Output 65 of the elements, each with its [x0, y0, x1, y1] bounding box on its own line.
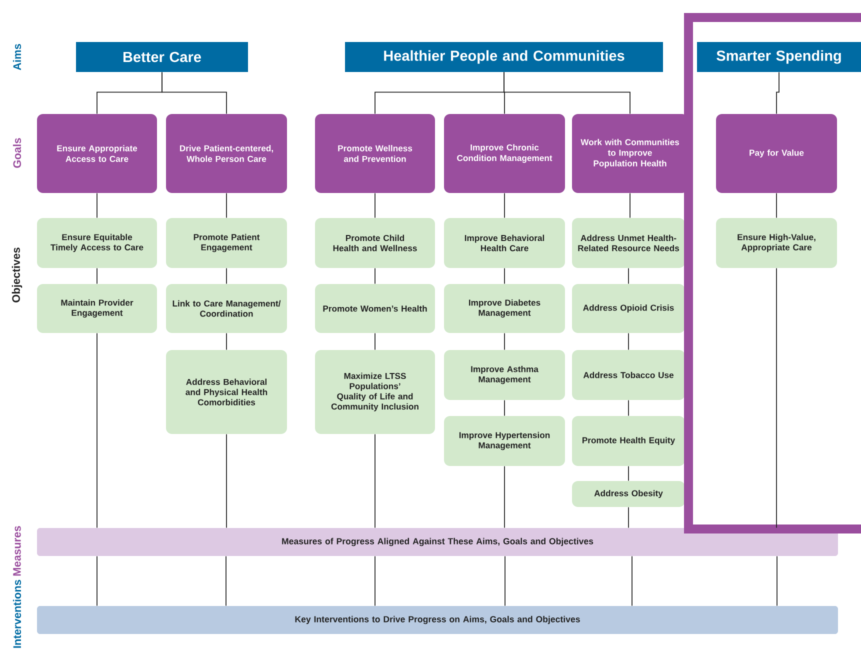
connector-line: [504, 466, 505, 528]
connector-line: [628, 506, 629, 528]
objective-box: Improve Behavioral Health Care: [444, 218, 565, 268]
connector-line: [374, 556, 376, 606]
connector-line: [96, 332, 98, 528]
connector-line: [504, 72, 630, 114]
connector-line: [504, 192, 505, 218]
objective-box: Improve Diabetes Management: [444, 284, 565, 333]
objective-box: Ensure High-Value, Appropriate Care: [716, 218, 837, 268]
interventions-bar: Key Interventions to Drive Progress on Aims, Goals and Objectives: [37, 606, 838, 634]
connector-line: [776, 268, 777, 528]
connector-line: [628, 466, 629, 482]
connector-line: [374, 434, 376, 528]
connector-line: [96, 268, 98, 284]
connector-line: [776, 192, 777, 218]
connector-line: [226, 332, 227, 350]
objective-box: Promote Women’s Health: [315, 284, 435, 333]
objective-box: Address Behavioral and Physical Health Comorbidities: [166, 350, 287, 434]
goal-box: Pay for Value: [716, 114, 837, 193]
aim-banner: Smarter Spending: [697, 42, 861, 72]
connector-line: [226, 192, 227, 218]
objective-box: Promote Health Equity: [572, 416, 685, 466]
objective-box: Address Tobacco Use: [572, 350, 685, 400]
objective-box: Address Unmet Health-Related Resource Needs: [572, 218, 685, 268]
objective-box: Maintain Provider Engagement: [37, 284, 157, 333]
goal-box: Work with Communities to Improve Population Health: [572, 114, 688, 193]
objective-box: Promote Patient Engagement: [166, 218, 287, 268]
row-label: Goals: [12, 138, 22, 168]
connector-line: [504, 556, 506, 606]
goal-box: Ensure Appropriate Access to Care: [37, 114, 157, 193]
connector-line: [776, 556, 778, 606]
goal-box: Improve Chronic Condition Management: [444, 114, 565, 193]
aim-banner: Better Care: [76, 42, 248, 72]
connector-line: [504, 332, 505, 350]
connector-line: [628, 268, 629, 284]
connector-line: [628, 332, 629, 350]
connector-line: [226, 268, 227, 284]
connector-line: [226, 434, 227, 528]
row-label: Objectives: [12, 248, 22, 302]
row-label: Interventions: [12, 580, 22, 648]
connector-line: [374, 192, 376, 218]
objective-box: Ensure Equitable Timely Access to Care: [37, 218, 157, 268]
connector-line: [504, 268, 505, 284]
measures-bar: Measures of Progress Aligned Against These Aims, Goals and Objectives: [37, 528, 838, 556]
connector-line: [374, 268, 376, 284]
goal-box: Promote Wellness and Prevention: [315, 114, 435, 193]
objective-box: Address Obesity: [572, 481, 685, 507]
objective-box: Improve Asthma Management: [444, 350, 565, 400]
row-label: Aims: [12, 44, 22, 70]
connector-line: [374, 332, 376, 350]
objective-box: Maximize LTSS Populations’ Quality of Life and Community Inclusion: [315, 350, 435, 434]
objective-box: Link to Care Management/ Coordination: [166, 284, 287, 333]
connector-line: [504, 400, 505, 416]
objective-box: Promote Child Health and Wellness: [315, 218, 435, 268]
row-label: Measures: [13, 526, 21, 576]
node-label: Work with Communities to Improve Population Health: [580, 138, 680, 168]
objective-box: Improve Hypertension Management: [444, 416, 565, 466]
goal-box: Drive Patient-centered, Whole Person Care: [166, 114, 287, 193]
connector-line: [96, 556, 98, 606]
aim-banner: Healthier People and Communities: [345, 42, 663, 72]
objective-box: Address Opioid Crisis: [572, 284, 685, 333]
connector-line: [162, 72, 227, 114]
connector-line: [628, 400, 629, 416]
connector-line: [96, 192, 98, 218]
connector-line: [776, 72, 780, 114]
